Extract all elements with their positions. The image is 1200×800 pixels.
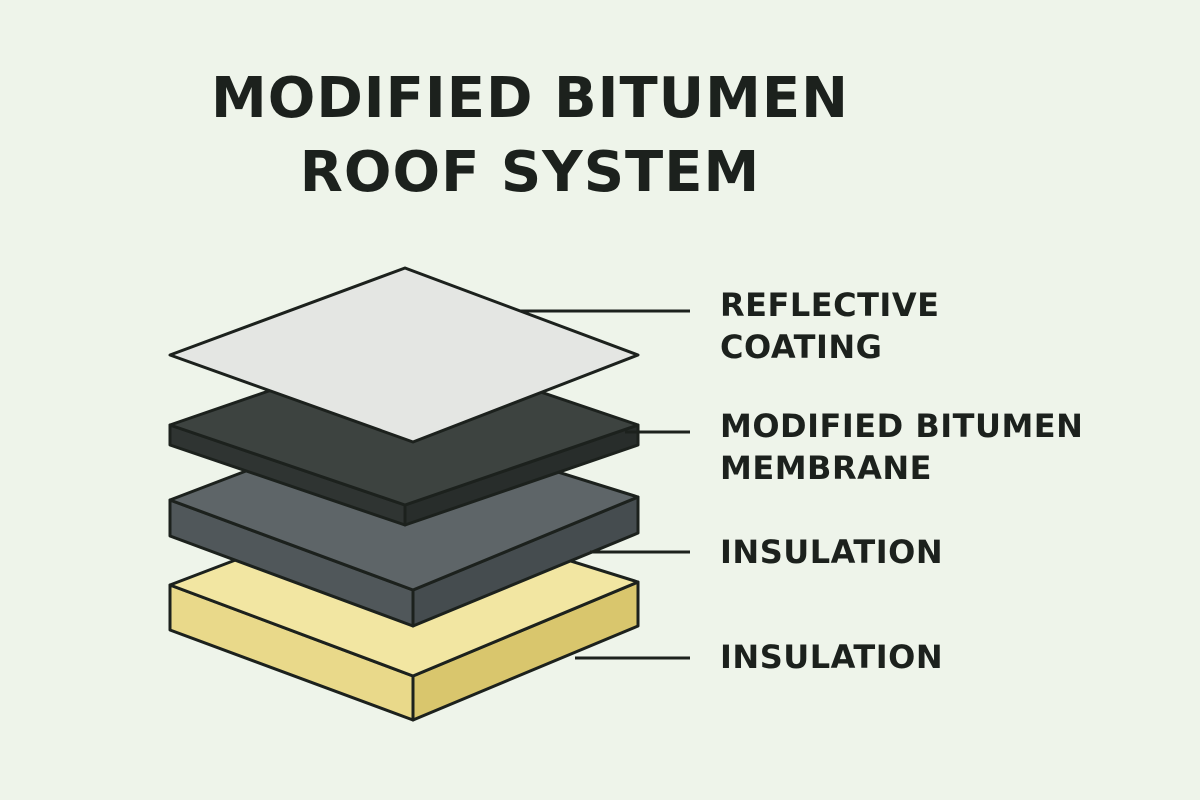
label-reflective-coating-line-1: REFLECTIVE <box>720 286 940 324</box>
label-membrane: MODIFIED BITUMEN MEMBRANE <box>720 405 1083 489</box>
label-insulation-bottom: INSULATION <box>720 636 943 678</box>
label-membrane-line-2: MEMBRANE <box>720 449 932 487</box>
title-line-1: MODIFIED BITUMEN <box>210 66 849 131</box>
label-insulation: INSULATION <box>720 531 943 573</box>
label-reflective-coating: REFLECTIVE COATING <box>720 284 939 368</box>
diagram-title: MODIFIED BITUMEN ROOF SYSTEM <box>100 62 960 210</box>
label-reflective-coating-line-2: COATING <box>720 328 883 366</box>
label-insulation-line-1: INSULATION <box>720 533 944 571</box>
label-insulation-bottom-line-1: INSULATION <box>720 638 944 676</box>
title-line-2: ROOF SYSTEM <box>299 140 761 205</box>
label-membrane-line-1: MODIFIED BITUMEN <box>720 407 1084 445</box>
